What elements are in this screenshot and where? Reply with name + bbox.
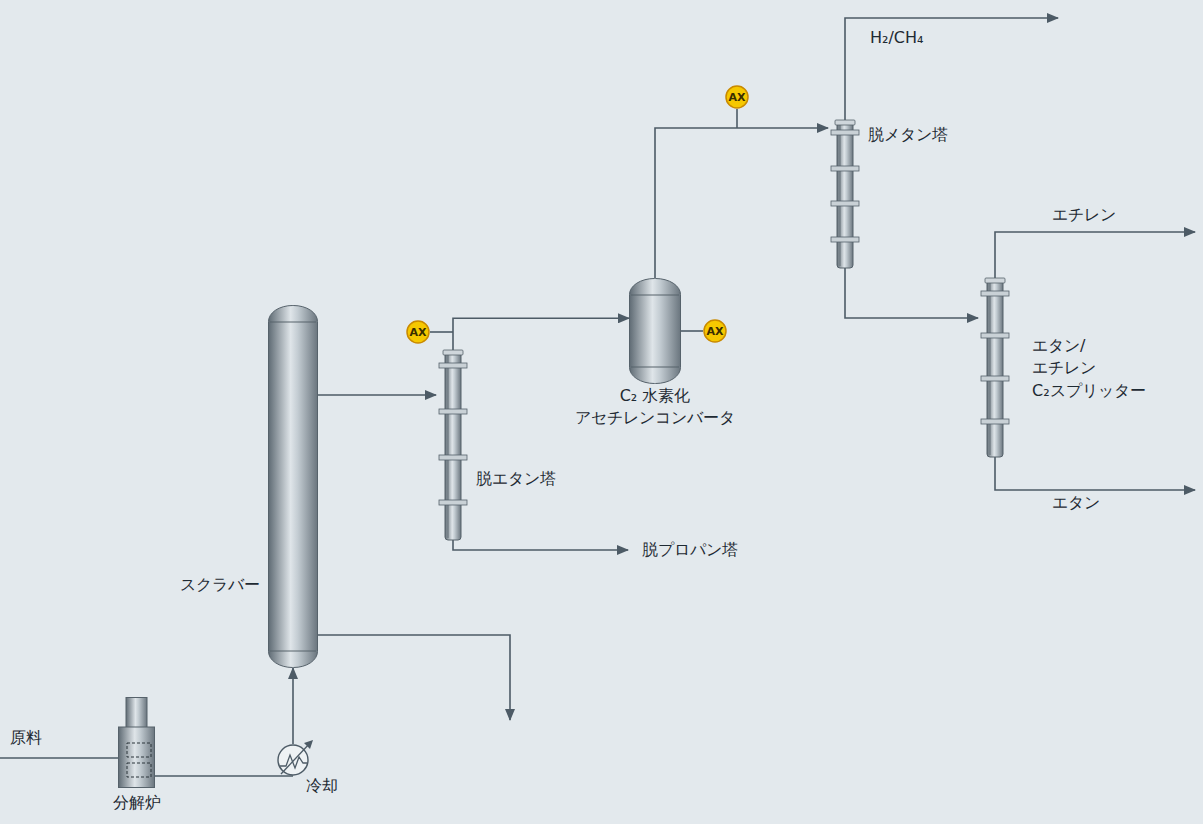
bottoms-line [453, 540, 628, 550]
process-stream [155, 775, 293, 777]
analyzer-tap [430, 331, 453, 333]
equipment-label: スクラバー [176, 574, 260, 596]
process-stream [292, 668, 294, 744]
scrubber-outlet [318, 635, 510, 720]
process-stream [655, 128, 828, 278]
analyzer-circle: AX [703, 319, 727, 343]
vessel-outline [268, 305, 318, 668]
splitter-column: エタン/ エチレン C₂スプリッター [978, 278, 1012, 457]
ethane-line [995, 457, 1195, 490]
cracking-furnace: 分解炉 [118, 697, 155, 788]
overhead-line [845, 18, 1058, 120]
equipment-label: C₂ 水素化 アセチレンコンバータ [570, 385, 740, 430]
column-outline [436, 350, 470, 540]
column-outline [828, 120, 862, 268]
column-outline [978, 278, 1012, 457]
vessel-outline [629, 278, 681, 384]
analyzer-tap [736, 109, 738, 128]
process-stream [845, 268, 978, 318]
furnace-outline [118, 697, 155, 788]
process-stream [681, 330, 703, 332]
deethanizer-column: 脱エタン塔 [436, 350, 470, 540]
cooler-outline [277, 744, 309, 776]
stream-label: H₂/CH₄ [870, 27, 923, 49]
equipment-label: 脱エタン塔 [476, 468, 576, 490]
equipment-label: 冷却 [306, 775, 366, 797]
equipment-label: 分解炉 [102, 792, 172, 814]
converter-reactor: C₂ 水素化 アセチレンコンバータ [629, 278, 681, 384]
equipment-label: 脱メタン塔 [868, 124, 968, 146]
scrubber-vessel: スクラバー [268, 305, 318, 668]
demethanizer-column: 脱メタン塔 [828, 120, 862, 268]
analyzer-tag: AX [703, 319, 727, 343]
cooler-exchanger: 冷却 [277, 744, 309, 776]
analyzer-circle: AX [725, 85, 749, 109]
process-stream [453, 318, 629, 350]
analyzer-tag: AX [406, 320, 430, 344]
stream-label: 脱プロパン塔 [642, 539, 738, 561]
equipment-label: エタン/ エチレン C₂スプリッター [1032, 335, 1153, 402]
feed-label: 原料 [10, 727, 42, 749]
feed-line [0, 757, 118, 759]
ethylene-line [995, 232, 1195, 278]
analyzer-circle: AX [406, 320, 430, 344]
analyzer-tag: AX [725, 85, 749, 109]
product-label: エチレン [1052, 204, 1116, 226]
product-label: エタン [1052, 492, 1100, 514]
